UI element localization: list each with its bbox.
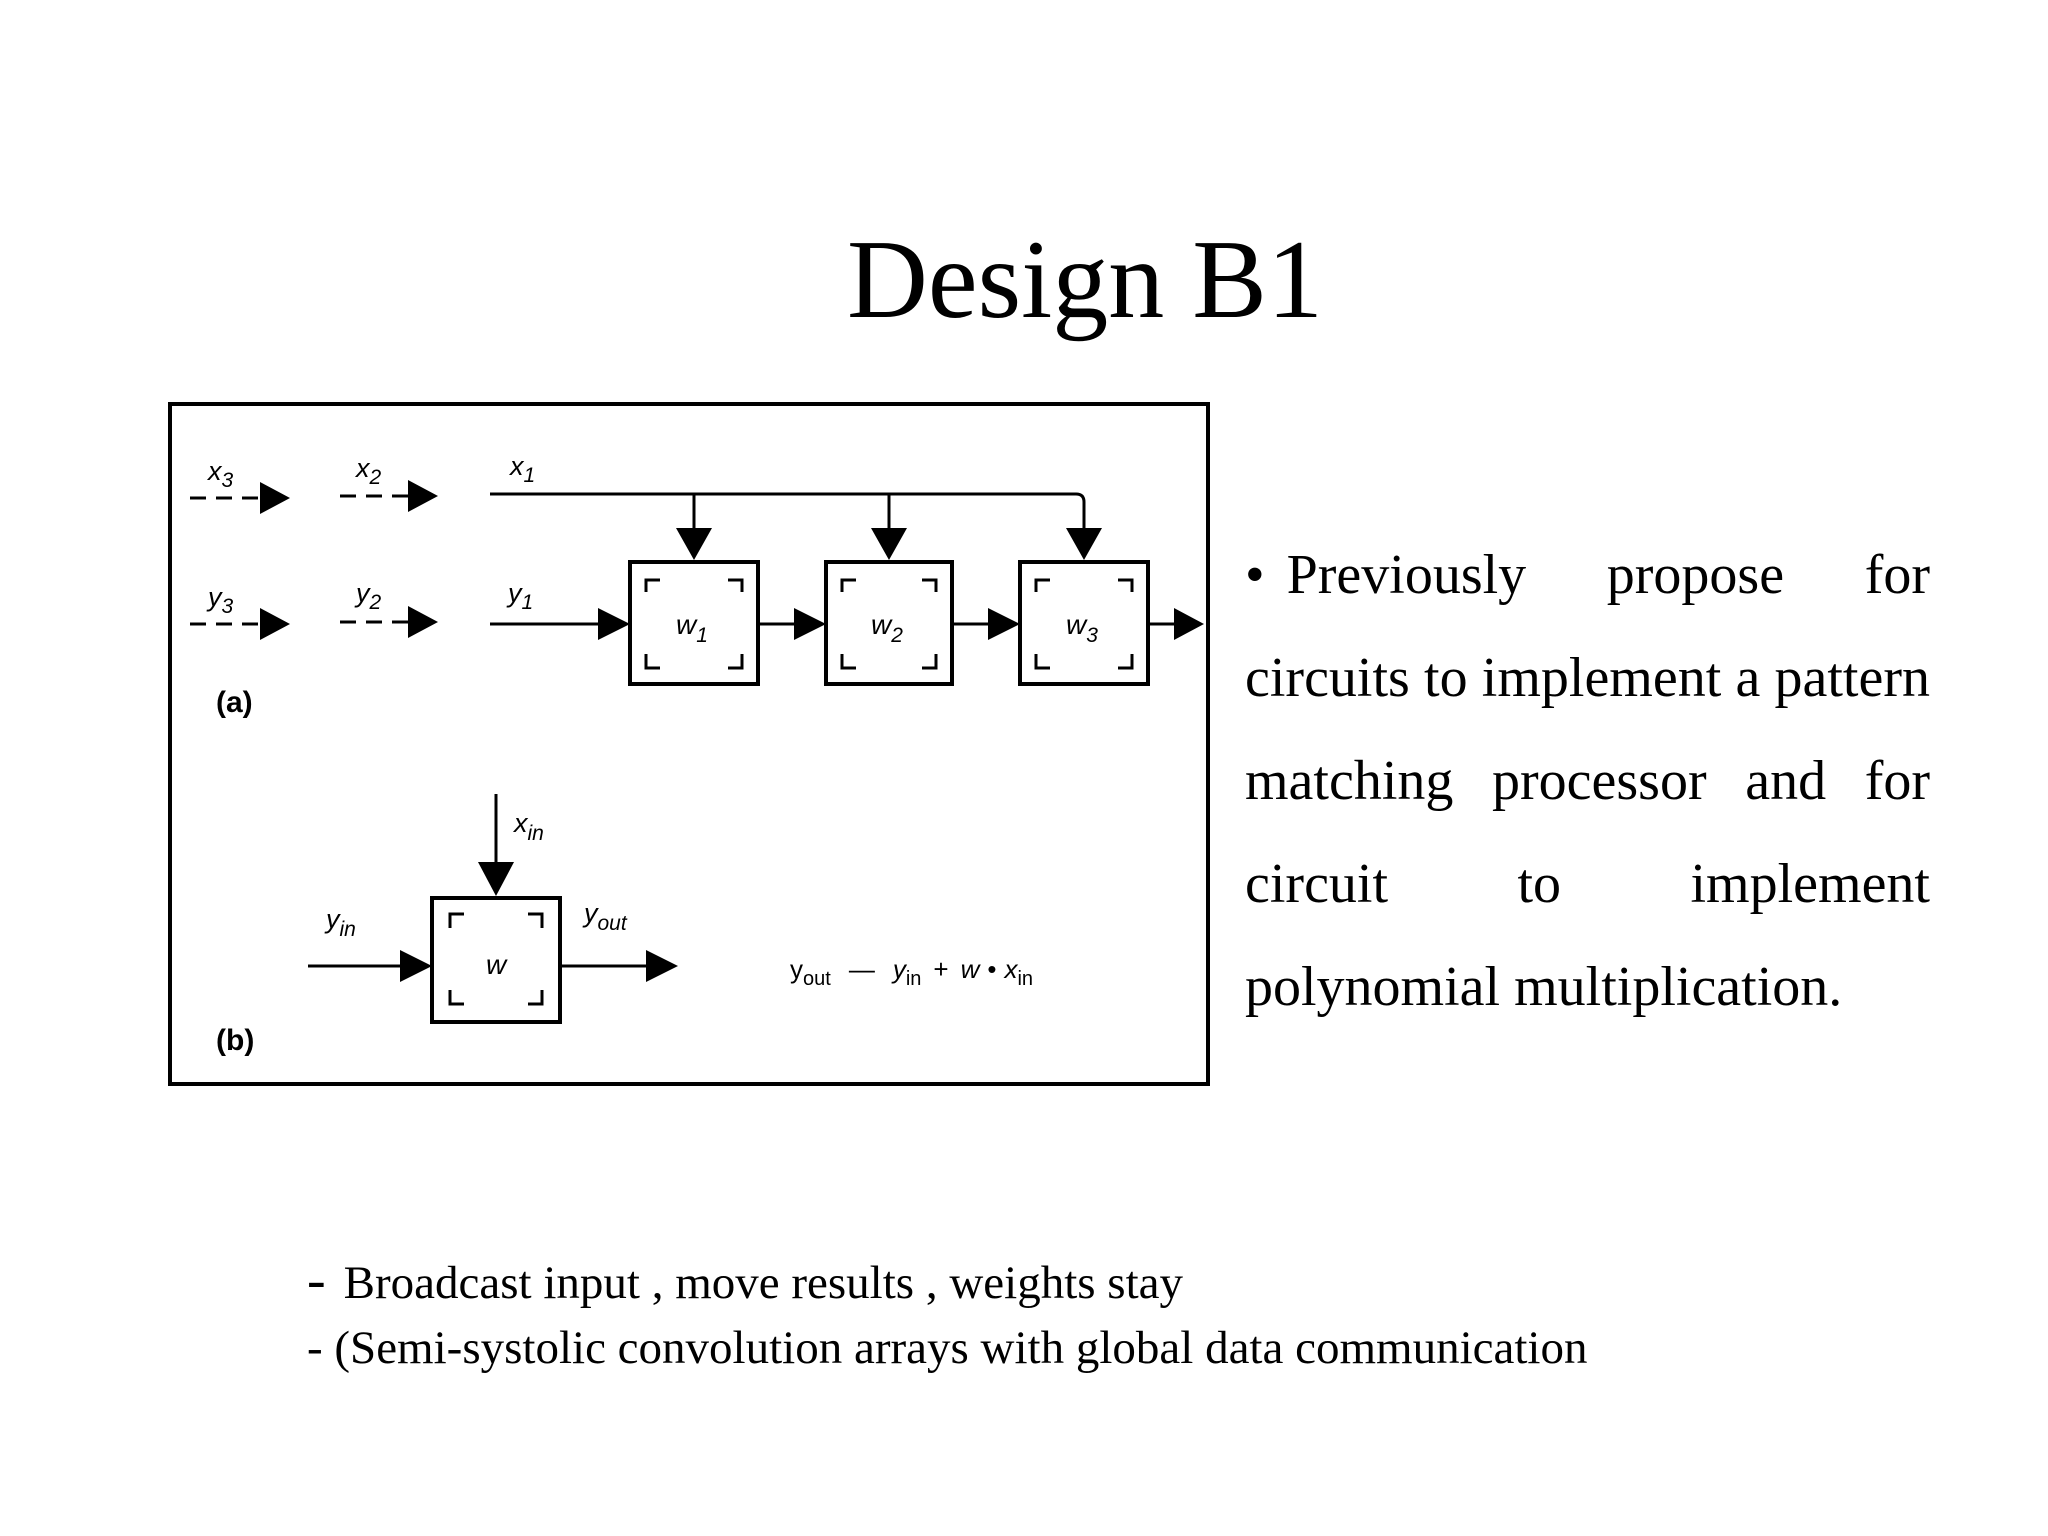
yout-output-arrow [560, 950, 678, 982]
xin-label: xin [512, 808, 544, 845]
y3-label: y3 [206, 582, 234, 618]
cell-equation: yout—yin+w•xin [790, 954, 1033, 990]
y1-input-arrow [490, 608, 630, 640]
x2-input-arrow [340, 480, 438, 512]
footnote-line-2: - (Semi-systolic convolution arrays with… [307, 1322, 1588, 1374]
bullet-mark: • [1245, 544, 1265, 606]
figure-frame [168, 402, 1210, 1086]
yout-label: yout [582, 898, 628, 935]
yin-label: yin [324, 904, 356, 941]
footnote-dash: - [307, 1249, 326, 1311]
w3-output-arrow [1148, 608, 1204, 640]
x1-broadcast-bus [490, 492, 1102, 560]
bullet-text: Previously propose for circuits to imple… [1245, 544, 1930, 1018]
x3-label: x3 [206, 456, 234, 492]
part-a-label: (a) [216, 686, 253, 719]
slide-title: Design B1 [847, 218, 1323, 342]
x2-label: x2 [354, 453, 382, 489]
w3-label: w3 [1066, 609, 1098, 647]
w1-label: w1 [676, 609, 708, 647]
x1-label: x1 [508, 451, 535, 487]
x3-input-arrow [190, 482, 290, 514]
cell-w [430, 896, 562, 1024]
footnote-text-1: Broadcast input , move results , weights… [343, 1257, 1184, 1309]
w2-label: w2 [871, 609, 903, 647]
w2-to-w3-arrow [952, 608, 1020, 640]
y2-input-arrow [340, 606, 438, 638]
design-b1-diagram: x3 x2 x1 y3 y2 [168, 402, 1210, 1086]
footnote-line-1: -Broadcast input , move results , weight… [307, 1250, 1183, 1313]
xin-input-arrow [478, 794, 514, 896]
y1-label: y1 [506, 578, 533, 614]
part-b-label: (b) [216, 1024, 254, 1057]
y2-label: y2 [354, 578, 382, 614]
y3-input-arrow [190, 608, 290, 640]
w1-to-w2-arrow [758, 608, 826, 640]
bullet-paragraph: •Previously propose for circuits to impl… [1245, 524, 1930, 1039]
yin-input-arrow [308, 950, 432, 982]
w-label: w [486, 949, 508, 980]
